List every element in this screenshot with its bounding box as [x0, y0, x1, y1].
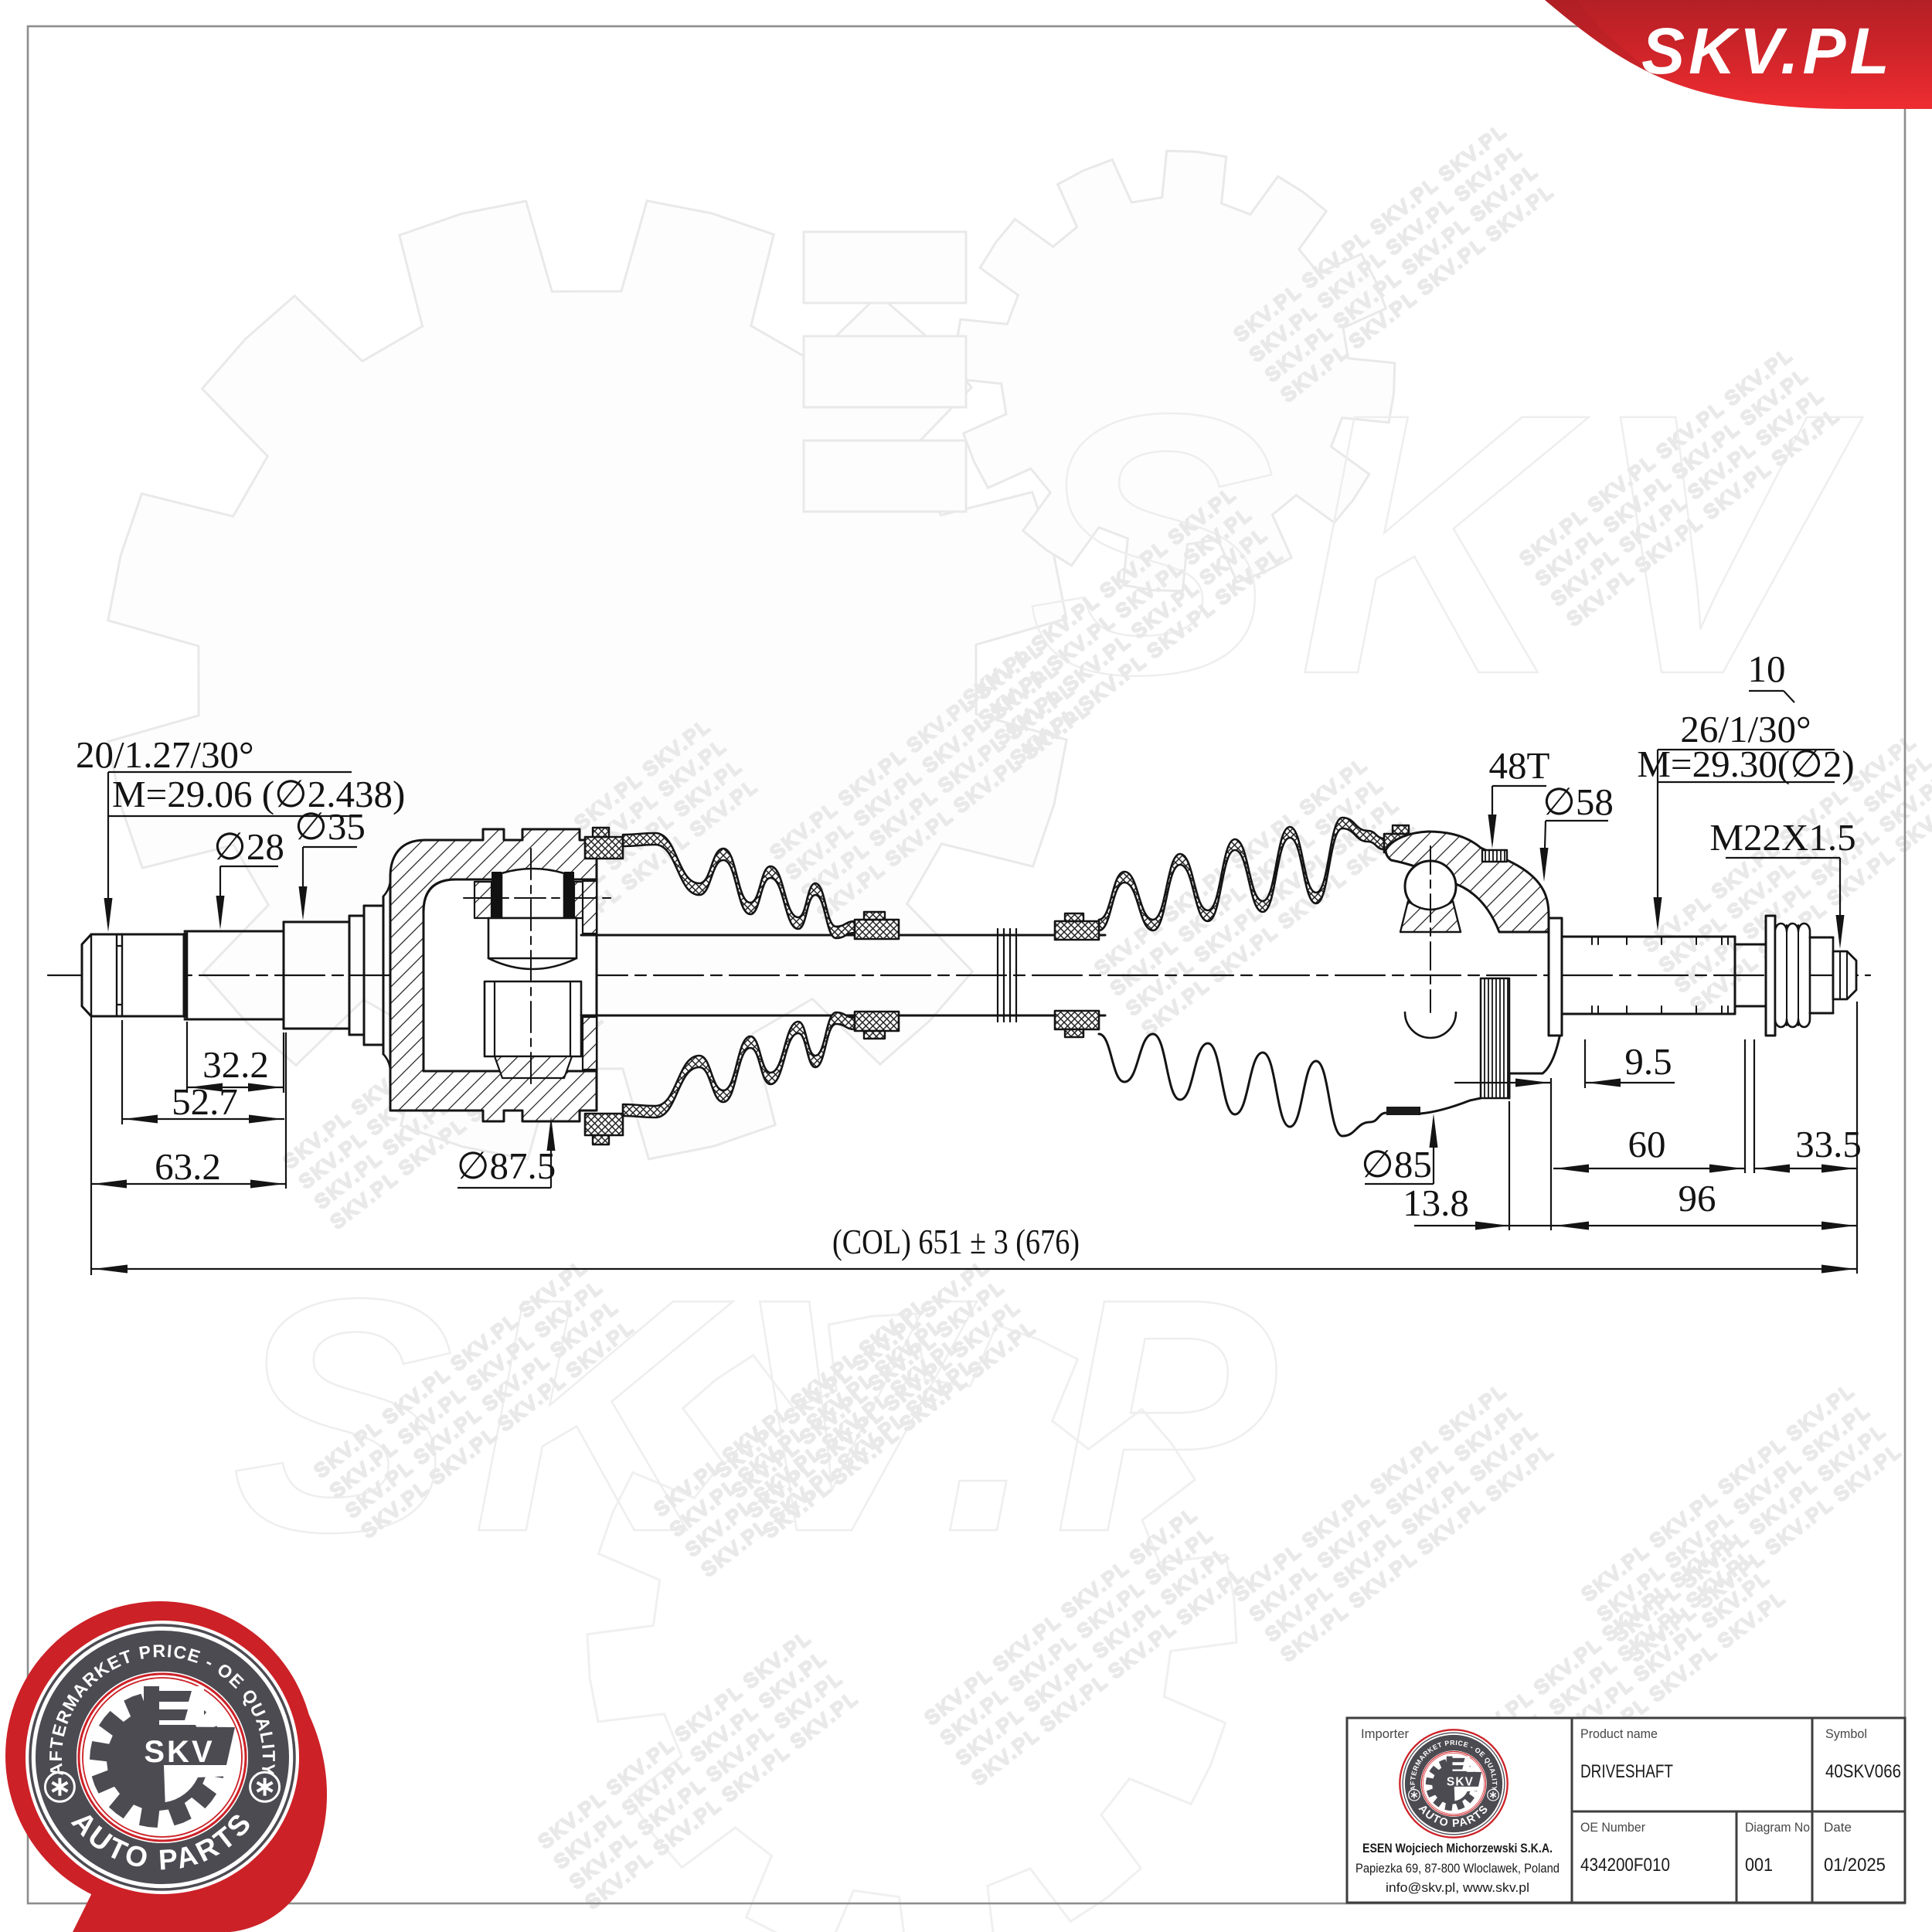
- svg-text:Diagram No: Diagram No: [1745, 1820, 1810, 1835]
- svg-text:DRIVESHAFT: DRIVESHAFT: [1580, 1761, 1673, 1782]
- svg-text:SKV.P: SKV.P: [232, 1230, 1295, 1601]
- svg-text:33.5: 33.5: [1795, 1123, 1862, 1165]
- svg-text:info@skv.pl, www.skv.pl: info@skv.pl, www.skv.pl: [1386, 1881, 1529, 1895]
- svg-text:M22X1.5: M22X1.5: [1709, 816, 1855, 859]
- svg-text:Date: Date: [1824, 1820, 1852, 1835]
- svg-text:Symbol: Symbol: [1825, 1726, 1867, 1741]
- svg-text:∅35: ∅35: [294, 805, 366, 848]
- svg-text:M=29.30(∅2): M=29.30(∅2): [1637, 743, 1854, 785]
- svg-text:∅28: ∅28: [213, 825, 284, 868]
- svg-text:40SKV066: 40SKV066: [1825, 1761, 1901, 1782]
- svg-text:OE Number: OE Number: [1580, 1820, 1645, 1835]
- svg-text:ESEN Wojciech Michorzewski S.K: ESEN Wojciech Michorzewski S.K.A.: [1362, 1842, 1553, 1855]
- svg-text:434200F010: 434200F010: [1580, 1855, 1670, 1876]
- svg-text:Papiezka 69, 87-800 Wloclawek,: Papiezka 69, 87-800 Wloclawek, Poland: [1355, 1862, 1560, 1876]
- svg-text:∅85: ∅85: [1361, 1143, 1432, 1185]
- svg-text:10: 10: [1748, 648, 1786, 690]
- svg-text:∅58: ∅58: [1543, 781, 1614, 823]
- svg-text:63.2: 63.2: [155, 1145, 221, 1188]
- svg-text:20/1.27/30°: 20/1.27/30°: [76, 733, 254, 776]
- svg-text:Product name: Product name: [1580, 1726, 1658, 1741]
- svg-text:SKV: SKV: [1028, 336, 1868, 751]
- svg-text:Importer: Importer: [1361, 1726, 1409, 1741]
- svg-text:01/2025: 01/2025: [1824, 1855, 1886, 1876]
- svg-text:001: 001: [1745, 1855, 1773, 1876]
- svg-text:9.5: 9.5: [1624, 1040, 1672, 1083]
- svg-text:60: 60: [1628, 1123, 1666, 1165]
- svg-text:52.7: 52.7: [172, 1080, 238, 1123]
- svg-text:SKV.PL: SKV.PL: [1641, 15, 1893, 87]
- svg-text:96: 96: [1679, 1177, 1716, 1219]
- svg-text:48T: 48T: [1489, 744, 1550, 787]
- svg-text:32.2: 32.2: [202, 1043, 269, 1086]
- svg-text:∅87.5: ∅87.5: [457, 1145, 556, 1187]
- svg-text:26/1/30°: 26/1/30°: [1680, 708, 1811, 750]
- svg-text:(COL) 651 ± 3 (676): (COL) 651 ± 3 (676): [832, 1223, 1080, 1261]
- svg-text:13.8: 13.8: [1403, 1182, 1469, 1224]
- svg-text:M=29.06 (∅2.438): M=29.06 (∅2.438): [112, 773, 405, 815]
